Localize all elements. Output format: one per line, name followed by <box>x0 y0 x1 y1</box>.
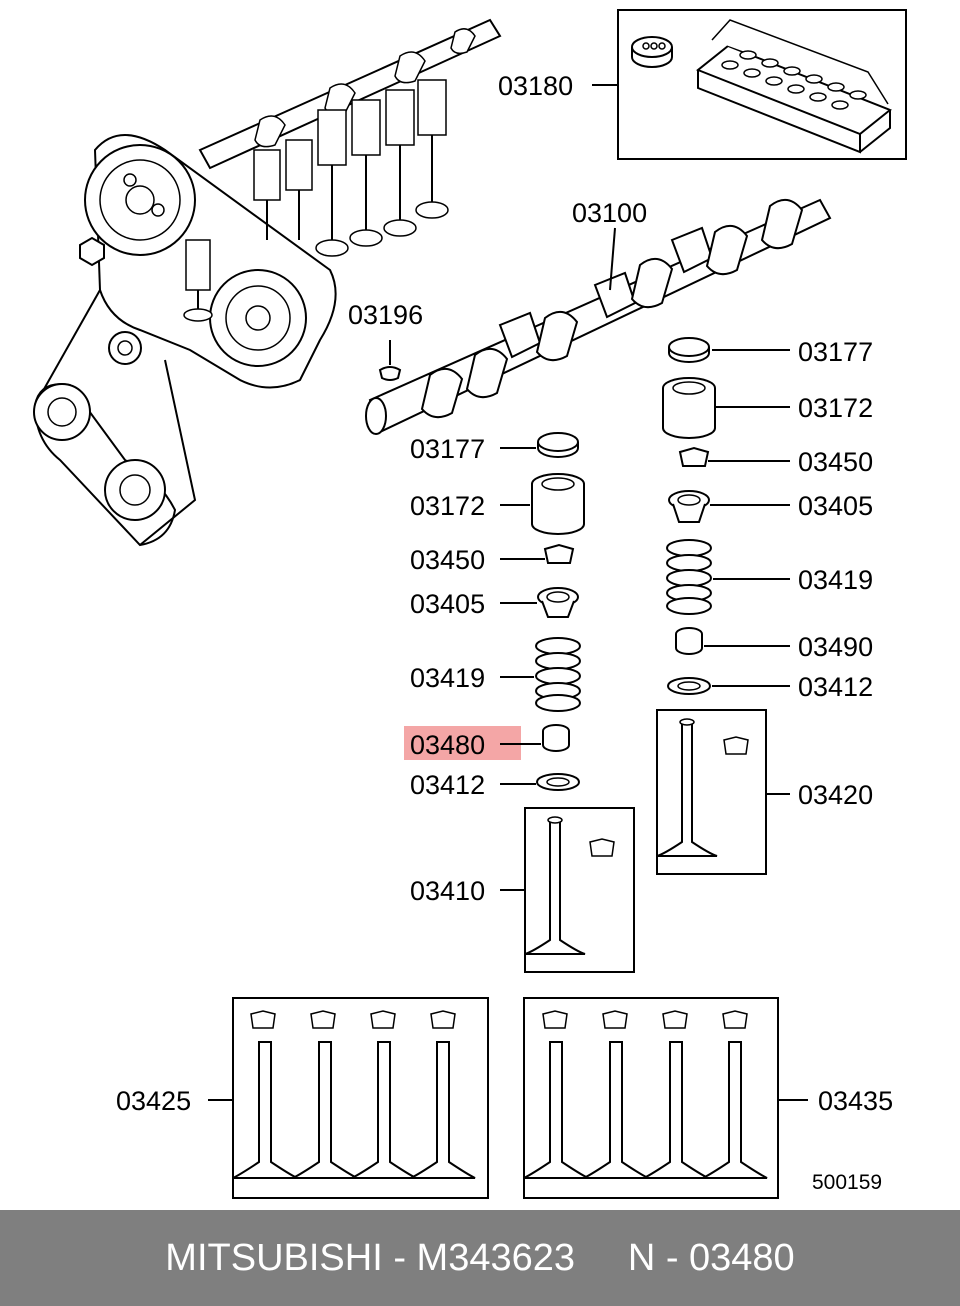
label-03177-right: 03177 <box>798 337 873 367</box>
engine-assembly-illustration <box>33 18 502 547</box>
label-03490: 03490 <box>798 632 873 662</box>
spring-left <box>535 637 581 712</box>
label-03172-right: 03172 <box>798 393 873 423</box>
parts-diagram: 03180 03100 03196 03177 03172 03450 0340… <box>33 9 907 1199</box>
label-03180: 03180 <box>498 71 573 101</box>
brand-name: MITSUBISHI <box>165 1236 383 1279</box>
part-labels: 03180 03100 03196 03177 03172 03450 0340… <box>116 71 893 1194</box>
left-column-parts <box>404 432 635 973</box>
drawing-number: 500159 <box>812 1171 882 1194</box>
label-03172-left: 03172 <box>410 491 485 521</box>
label-03450-left: 03450 <box>410 545 485 575</box>
label-03435: 03435 <box>818 1086 893 1116</box>
footer-gap <box>575 1237 628 1280</box>
footer-separator: - <box>382 1236 417 1279</box>
label-03405-right: 03405 <box>798 491 873 521</box>
label-03177-left: 03177 <box>410 434 485 464</box>
camshaft <box>365 198 832 435</box>
label-03450-right: 03450 <box>798 447 873 477</box>
label-03425: 03425 <box>116 1086 191 1116</box>
label-03405-left: 03405 <box>410 589 485 619</box>
part-info-footer: MITSUBISHI - M343623 N - 03480 <box>0 1210 960 1306</box>
label-03419-left: 03419 <box>410 663 485 693</box>
valve-set-03435 <box>523 997 808 1199</box>
label-03480: 03480 <box>410 730 485 760</box>
diagram-reference: N - 03480 <box>627 1236 795 1279</box>
shim-kit-box <box>592 9 907 160</box>
spring-right <box>666 539 712 615</box>
label-03196: 03196 <box>348 300 423 330</box>
part-number: M343623 <box>416 1236 576 1279</box>
label-03100: 03100 <box>572 198 647 228</box>
label-03412-right: 03412 <box>798 672 873 702</box>
label-03412-left: 03412 <box>410 770 485 800</box>
valve-set-03425 <box>208 997 489 1199</box>
label-03410: 03410 <box>410 876 485 906</box>
right-column-parts <box>656 337 790 875</box>
label-03419-right: 03419 <box>798 565 873 595</box>
label-03420: 03420 <box>798 780 873 810</box>
